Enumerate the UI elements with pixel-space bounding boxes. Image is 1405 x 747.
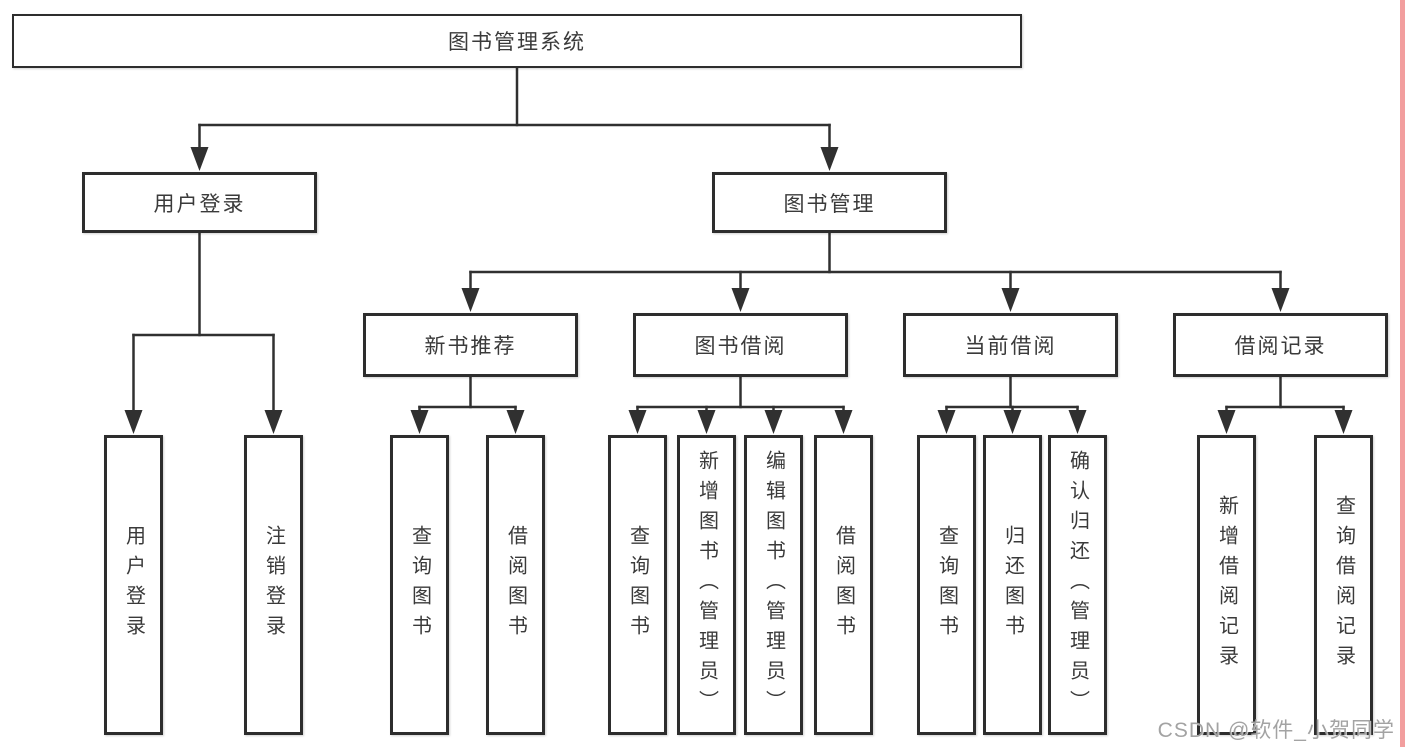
leaf-query-borrow-record-label: 查询借阅记录: [1332, 495, 1355, 675]
leaf-add-book-admin: 新增图书（管理员）: [677, 435, 736, 735]
leaf-query-borrow-record: 查询借阅记录: [1314, 435, 1373, 735]
leaf-query-books-recommend-label: 查询图书: [408, 525, 431, 645]
node-borrow-records: 借阅记录: [1173, 313, 1388, 377]
node-current-borrowing: 当前借阅: [903, 313, 1118, 377]
leaf-query-books-borrowing: 查询图书: [608, 435, 667, 735]
leaf-add-borrow-record-label: 新增借阅记录: [1215, 495, 1238, 675]
node-book-borrowing-label: 图书借阅: [694, 335, 787, 358]
node-user-login-label: 用户登录: [153, 192, 246, 216]
leaf-return-book-label: 归还图书: [1001, 525, 1024, 645]
leaf-borrow-books-recommend-label: 借阅图书: [504, 525, 527, 645]
node-new-book-recommend: 新书推荐: [363, 313, 578, 377]
leaf-query-books-current-label: 查询图书: [935, 525, 958, 645]
leaf-logout: 注销登录: [244, 435, 303, 735]
leaf-return-book: 归还图书: [983, 435, 1042, 735]
leaf-edit-book-admin-label: 编辑图书（管理员）: [762, 450, 785, 720]
leaf-edit-book-admin: 编辑图书（管理员）: [744, 435, 803, 735]
leaf-borrow-books-borrowing: 借阅图书: [814, 435, 873, 735]
leaf-confirm-return-admin-label: 确认归还（管理员）: [1066, 450, 1089, 720]
node-user-login: 用户登录: [82, 172, 317, 233]
csdn-watermark: CSDN @软件_小贺同学: [1157, 719, 1395, 742]
leaf-logout-label: 注销登录: [262, 525, 285, 645]
leaf-query-books-current: 查询图书: [917, 435, 976, 735]
leaf-borrow-books-recommend: 借阅图书: [486, 435, 545, 735]
leaf-query-books-recommend: 查询图书: [390, 435, 449, 735]
leaf-add-book-admin-label: 新增图书（管理员）: [695, 450, 718, 720]
leaf-user-login: 用户登录: [104, 435, 163, 735]
node-root: 图书管理系统: [12, 14, 1022, 68]
node-new-book-recommend-label: 新书推荐: [424, 335, 517, 358]
right-edge-pink-strip: [1400, 0, 1405, 747]
leaf-confirm-return-admin: 确认归还（管理员）: [1048, 435, 1107, 735]
node-book-management: 图书管理: [712, 172, 947, 233]
node-book-management-label: 图书管理: [783, 192, 876, 216]
leaf-borrow-books-borrowing-label: 借阅图书: [832, 525, 855, 645]
node-root-label: 图书管理系统: [448, 31, 586, 54]
leaf-user-login-label: 用户登录: [122, 525, 145, 645]
node-current-borrowing-label: 当前借阅: [964, 335, 1057, 358]
leaf-query-books-borrowing-label: 查询图书: [626, 525, 649, 645]
node-borrow-records-label: 借阅记录: [1234, 335, 1327, 358]
node-book-borrowing: 图书借阅: [633, 313, 848, 377]
leaf-add-borrow-record: 新增借阅记录: [1197, 435, 1256, 735]
